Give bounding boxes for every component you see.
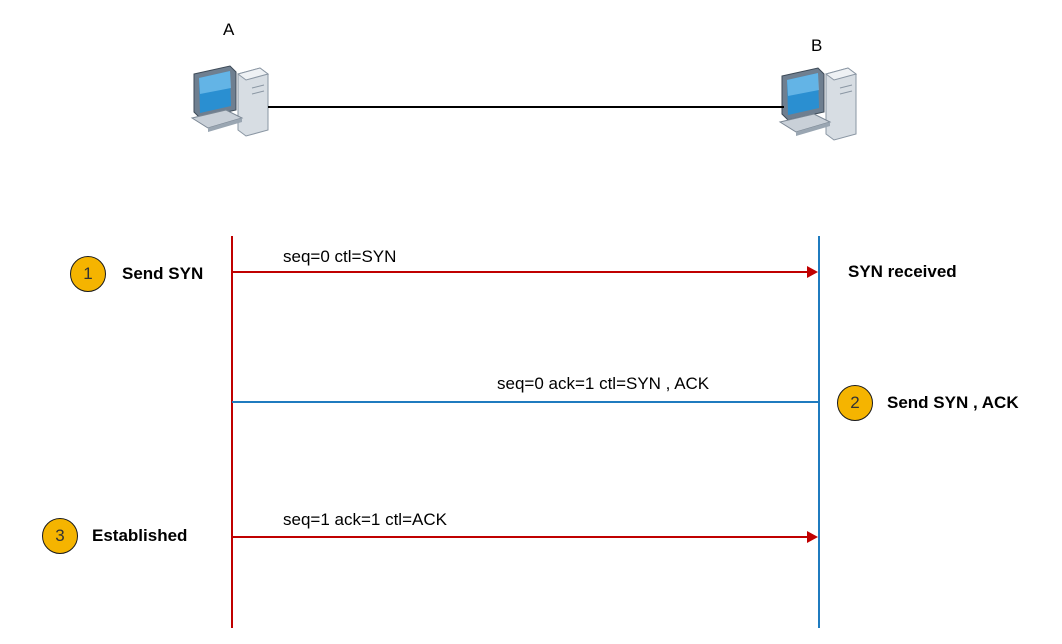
step-3-number: 3 (55, 526, 65, 545)
message-3-label: seq=1 ack=1 ctl=ACK (283, 510, 447, 529)
step-1-number: 1 (83, 264, 93, 283)
step-2-number: 2 (850, 393, 860, 412)
message-2-label: seq=0 ack=1 ctl=SYN , ACK (497, 374, 710, 393)
step-3-label: Established (92, 526, 188, 545)
message-3-arrow (232, 531, 818, 543)
host-a-label: A (223, 20, 235, 39)
host-b-computer-icon (778, 67, 858, 141)
message-1-label: seq=0 ctl=SYN (283, 247, 397, 266)
step-3-badge: 3 (42, 518, 78, 554)
host-a-timeline (231, 236, 233, 628)
host-b-label: B (811, 36, 823, 55)
step-2-label: Send SYN , ACK (887, 393, 1019, 412)
message-2-line (232, 396, 818, 408)
step-2-badge: 2 (837, 385, 873, 421)
syn-received-label: SYN received (848, 262, 957, 281)
step-1-label: Send SYN (122, 264, 204, 283)
host-b-timeline (818, 236, 820, 628)
step-1-badge: 1 (70, 256, 106, 292)
message-1-arrow (232, 266, 818, 278)
host-a-computer-icon (190, 65, 270, 137)
network-link (268, 106, 784, 108)
